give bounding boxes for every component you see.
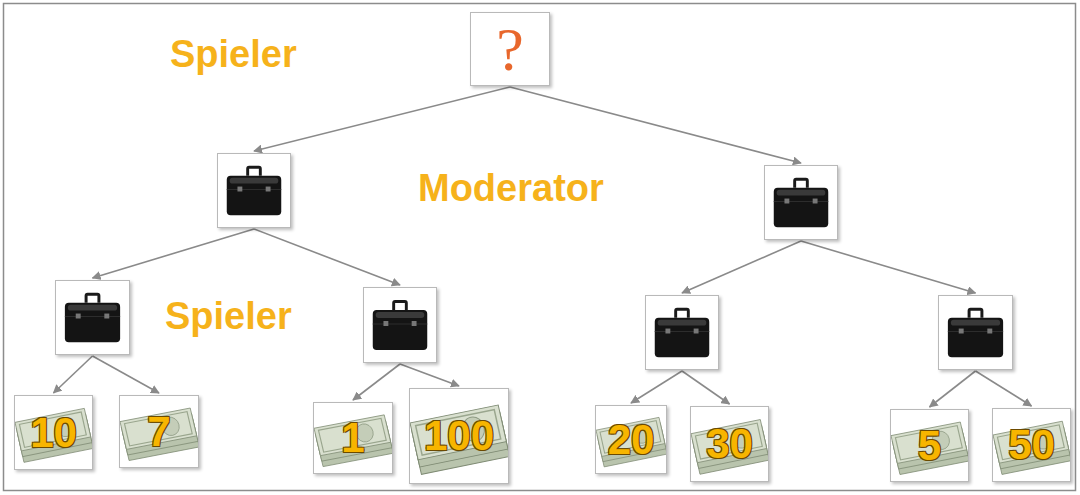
briefcase-latch [237, 187, 242, 192]
briefcase-icon [56, 281, 129, 354]
briefcase-body [373, 310, 427, 350]
banknote-stack [891, 422, 968, 474]
briefcase-latch [412, 321, 417, 326]
briefcase-latch [383, 321, 388, 326]
briefcase-handle [793, 178, 809, 188]
briefcase-box [938, 295, 1013, 370]
briefcase-handle [85, 293, 101, 303]
money-box: 50 [992, 408, 1071, 482]
tree-arrow [631, 371, 682, 403]
briefcase-shine [230, 178, 279, 184]
briefcase-body [774, 188, 828, 227]
tree-arrow [93, 356, 160, 393]
banknote-stack [691, 420, 768, 475]
tree-arrow [93, 229, 255, 278]
briefcase-handle [968, 308, 984, 318]
briefcase-latch [694, 329, 699, 334]
briefcase-body [65, 303, 120, 342]
briefcase-icon [364, 288, 436, 362]
tree-arrow [353, 364, 400, 400]
banknote-stack [120, 408, 198, 460]
banknote-stack [993, 421, 1070, 474]
briefcase-latch [104, 314, 109, 319]
briefcase-seam [655, 331, 709, 332]
briefcase-box [217, 153, 291, 228]
briefcase-shine [658, 320, 707, 326]
banknote-stack [596, 417, 666, 467]
briefcase-shine [777, 190, 826, 196]
banknote-stack [410, 405, 508, 474]
money-box: 1 [313, 402, 393, 474]
amount-number: 100 [410, 415, 508, 457]
amount-number: 1 [314, 417, 392, 459]
tree-arrow [682, 371, 730, 404]
amount-number: 50 [993, 424, 1070, 466]
briefcase-box [764, 165, 838, 240]
briefcase-body [655, 318, 709, 357]
briefcase-box [645, 295, 719, 370]
role-label: Moderator [418, 168, 604, 210]
tree-arrow [930, 371, 976, 407]
role-label: Spieler [170, 34, 297, 76]
briefcase-seam [227, 189, 281, 190]
briefcase-handle [246, 166, 262, 176]
amount-number: 7 [120, 411, 198, 453]
briefcase-box [363, 287, 437, 363]
question-mark: ? [471, 18, 549, 80]
briefcase-seam [774, 201, 828, 202]
briefcase-body [227, 176, 281, 215]
tree-arrow [254, 229, 400, 285]
briefcase-shine [68, 305, 117, 311]
amount-number: 20 [596, 419, 666, 461]
briefcase-shine [951, 320, 1000, 326]
briefcase-latch [665, 329, 670, 334]
tree-arrow [510, 87, 801, 163]
briefcase-box [55, 280, 130, 355]
briefcase-latch [266, 187, 271, 192]
briefcase-body [948, 318, 1003, 357]
briefcase-latch [959, 329, 964, 334]
briefcase-handle [674, 308, 690, 318]
banknote-stack [15, 408, 92, 462]
tree-arrow [54, 356, 93, 393]
money-box: 100 [409, 388, 509, 484]
briefcase-latch [987, 329, 992, 334]
briefcase-latch [76, 314, 81, 319]
tree-arrow [976, 371, 1032, 406]
money-box: 5 [890, 409, 969, 482]
tree-arrow [801, 241, 976, 293]
tree-arrow [682, 241, 801, 293]
tree-arrow [400, 364, 459, 386]
frame-rect [4, 4, 1076, 491]
briefcase-latch [813, 199, 818, 204]
briefcase-latch [784, 199, 789, 204]
briefcase-icon [646, 296, 718, 369]
amount-number: 5 [891, 425, 968, 467]
money-box: 20 [595, 405, 667, 474]
tree-arrow [254, 87, 510, 151]
briefcase-icon [765, 166, 837, 239]
money-box: 7 [119, 395, 199, 468]
briefcase-seam [373, 324, 427, 325]
amount-number: 10 [15, 412, 92, 454]
briefcase-icon [939, 296, 1012, 369]
briefcase-seam [65, 316, 120, 317]
briefcase-handle [392, 300, 408, 310]
banknote-stack [314, 415, 392, 467]
amount-number: 30 [691, 423, 768, 465]
briefcase-icon [218, 154, 290, 227]
briefcase-seam [948, 331, 1003, 332]
question-box: ? [470, 12, 550, 86]
money-box: 10 [14, 395, 93, 470]
role-label: Spieler [165, 296, 292, 338]
briefcase-shine [376, 312, 425, 318]
money-box: 30 [690, 406, 769, 482]
